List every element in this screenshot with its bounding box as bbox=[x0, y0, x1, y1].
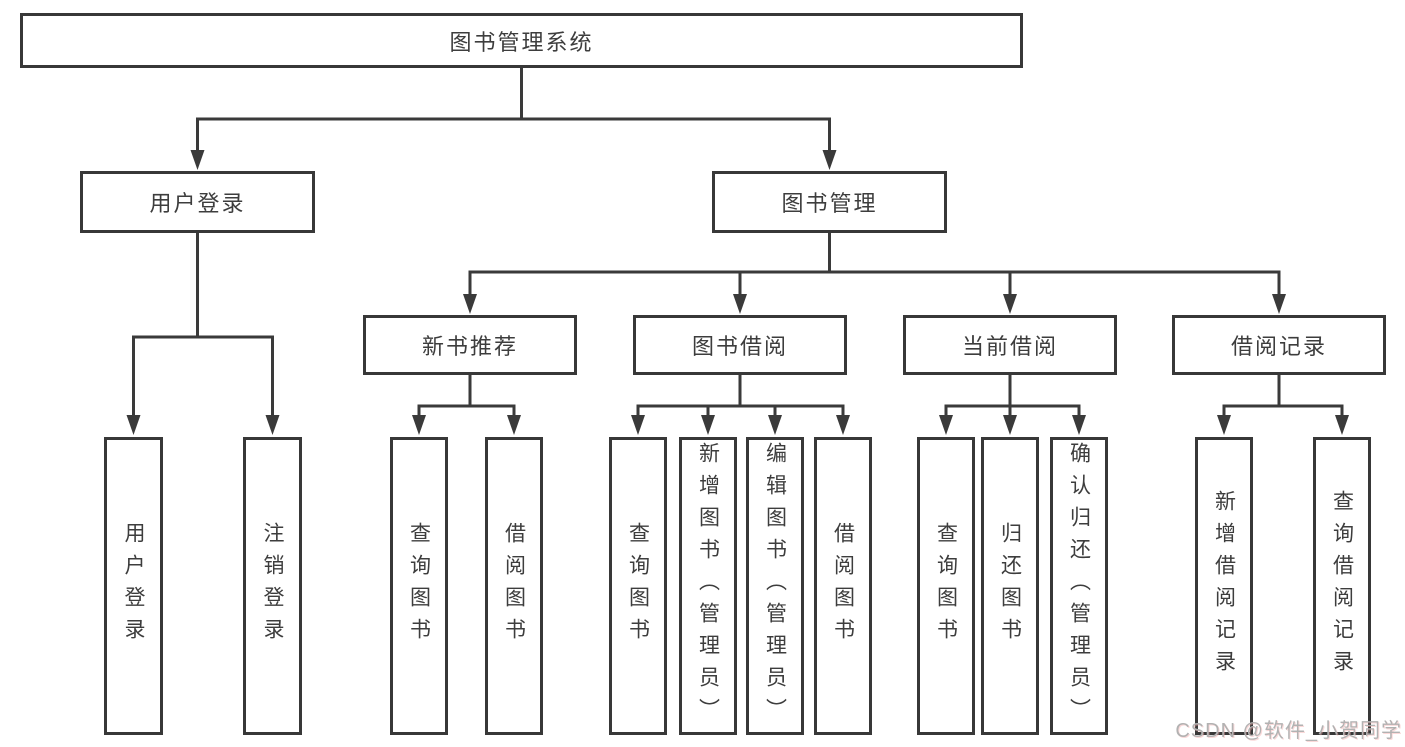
watermark: CSDN @软件_小贺同学 bbox=[1175, 720, 1402, 742]
node-confirm-return-admin: 确认归还（管理员） bbox=[1050, 437, 1108, 735]
connector-borrowing-records-to-children bbox=[1217, 375, 1349, 435]
node-label: 新增借阅记录 bbox=[1212, 490, 1236, 682]
node-label: 新书推荐 bbox=[421, 334, 518, 359]
node-borrow-books-recommend: 借阅图书 bbox=[485, 437, 543, 735]
node-label: 编辑图书（管理员） bbox=[763, 442, 787, 730]
connector-root-to-level2 bbox=[190, 68, 837, 170]
node-current-borrowing: 当前借阅 bbox=[903, 315, 1117, 375]
node-borrowing-records: 借阅记录 bbox=[1172, 315, 1386, 375]
node-label: 新增图书（管理员） bbox=[696, 442, 720, 730]
node-label: 查询图书 bbox=[934, 522, 958, 650]
connector-book-borrowing-to-children bbox=[631, 375, 850, 435]
node-label: 图书借阅 bbox=[691, 334, 788, 359]
node-user-login: 用户登录 bbox=[80, 171, 315, 233]
node-label: 注销登录 bbox=[261, 522, 284, 650]
node-label: 用户登录 bbox=[122, 522, 145, 650]
node-book-borrowing: 图书借阅 bbox=[633, 315, 847, 375]
connector-new-book-recommend-to-children bbox=[412, 375, 521, 435]
node-return-books: 归还图书 bbox=[981, 437, 1039, 735]
node-edit-books-admin: 编辑图书（管理员） bbox=[746, 437, 804, 735]
node-label: 查询图书 bbox=[626, 522, 650, 650]
node-label: 借阅图书 bbox=[831, 522, 855, 650]
connector-book-management-to-children bbox=[463, 233, 1286, 314]
node-book-management: 图书管理 bbox=[712, 171, 947, 233]
node-borrow-books-leaf: 借阅图书 bbox=[814, 437, 872, 735]
node-label: 借阅记录 bbox=[1230, 334, 1327, 359]
node-label: 图书管理系统 bbox=[449, 29, 594, 55]
node-label: 用户登录 bbox=[149, 191, 246, 216]
node-label: 借阅图书 bbox=[502, 522, 526, 650]
node-new-book-recommend: 新书推荐 bbox=[363, 315, 577, 375]
node-user-login-leaf: 用户登录 bbox=[104, 437, 163, 735]
node-query-borrow-record: 查询借阅记录 bbox=[1313, 437, 1371, 735]
connector-user-login-to-children bbox=[126, 233, 280, 435]
node-label: 当前借阅 bbox=[961, 334, 1058, 359]
node-add-borrow-record: 新增借阅记录 bbox=[1195, 437, 1253, 735]
node-query-books-recommend: 查询图书 bbox=[390, 437, 448, 735]
node-label: 确认归还（管理员） bbox=[1067, 442, 1091, 730]
node-query-books-current: 查询图书 bbox=[917, 437, 975, 735]
node-logout-leaf: 注销登录 bbox=[243, 437, 302, 735]
node-label: 查询图书 bbox=[407, 522, 431, 650]
node-label: 归还图书 bbox=[998, 522, 1022, 650]
node-label: 图书管理 bbox=[781, 191, 878, 216]
node-query-books-borrowing: 查询图书 bbox=[609, 437, 667, 735]
node-add-books-admin: 新增图书（管理员） bbox=[679, 437, 737, 735]
node-label: 查询借阅记录 bbox=[1330, 490, 1354, 682]
node-book-management-system: 图书管理系统 bbox=[20, 13, 1023, 68]
connector-current-borrowing-to-children bbox=[939, 375, 1086, 435]
